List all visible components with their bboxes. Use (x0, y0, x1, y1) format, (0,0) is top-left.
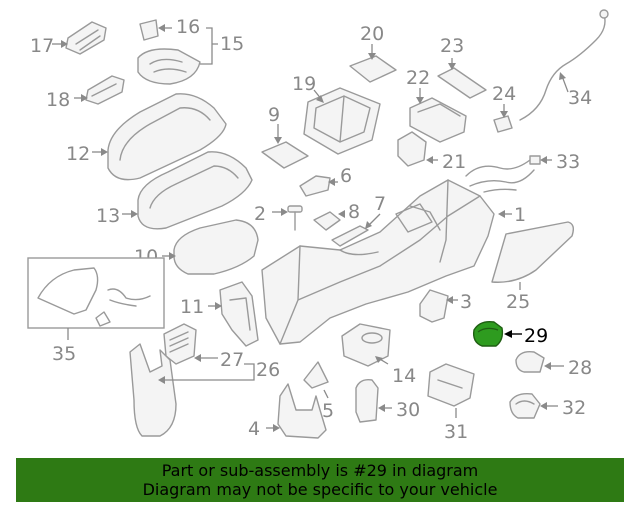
part-3 (419, 289, 449, 323)
part-15 (137, 48, 201, 85)
callout-29[interactable]: 29 (524, 325, 548, 347)
banner-line-2: Diagram may not be specific to your vehi… (142, 480, 498, 499)
callout-5: 5 (322, 400, 334, 422)
part-32 (509, 392, 541, 419)
part-14 (341, 323, 391, 367)
callout-19: 19 (292, 73, 316, 95)
callout-18: 18 (46, 89, 70, 111)
part-7 (331, 225, 369, 247)
callout-23: 23 (440, 35, 464, 57)
banner-line-1: Part or sub-assembly is #29 in diagram (161, 461, 479, 480)
part-23 (437, 67, 487, 99)
part-4 (277, 383, 327, 439)
callout-9: 9 (268, 104, 280, 126)
callout-30: 30 (396, 399, 420, 421)
part-18 (85, 75, 125, 105)
callout-14: 14 (392, 365, 416, 387)
callout-26: 26 (256, 359, 280, 381)
part-22 (409, 97, 467, 143)
part-31 (427, 363, 475, 407)
callout-8: 8 (348, 201, 360, 223)
part-21 (397, 131, 427, 167)
part-1-console (261, 179, 495, 345)
part-8 (313, 211, 341, 231)
part-5 (303, 361, 329, 389)
callout-28: 28 (568, 357, 592, 379)
part-9 (261, 141, 309, 169)
callout-33: 33 (556, 151, 580, 173)
part-2 (287, 205, 303, 231)
part-35-inset (27, 257, 165, 329)
callout-7: 7 (374, 193, 386, 215)
part-10 (173, 219, 259, 275)
callout-17: 17 (30, 35, 54, 57)
callout-35: 35 (52, 343, 76, 365)
callout-6: 6 (340, 165, 352, 187)
part-13 (137, 151, 253, 230)
part-34 (519, 9, 609, 121)
callout-1: 1 (514, 204, 526, 226)
part-17 (65, 21, 107, 55)
part-11 (219, 281, 259, 347)
callout-13: 13 (96, 205, 120, 227)
callout-3: 3 (460, 291, 472, 313)
callout-31: 31 (444, 421, 468, 443)
part-16 (139, 19, 159, 41)
callout-21: 21 (442, 151, 466, 173)
part-29-highlighted[interactable] (472, 320, 504, 347)
part-28 (515, 350, 545, 373)
part-26 (129, 343, 177, 437)
callout-4: 4 (248, 418, 260, 440)
callout-25: 25 (506, 291, 530, 313)
callout-27: 27 (220, 349, 244, 371)
callout-24: 24 (492, 83, 516, 105)
callout-11: 11 (180, 296, 204, 318)
callout-20: 20 (360, 23, 384, 45)
part-24 (493, 115, 513, 133)
callout-12: 12 (66, 143, 90, 165)
callout-16: 16 (176, 16, 200, 38)
part-20 (349, 55, 397, 83)
callout-34: 34 (568, 87, 592, 109)
part-33 (465, 155, 541, 193)
info-banner: Part or sub-assembly is #29 in diagram D… (16, 458, 624, 502)
parts-diagram: 17 16 15 18 12 13 10 20 (27, 9, 609, 443)
part-30 (355, 378, 379, 423)
callout-32: 32 (562, 397, 586, 419)
part-25 (491, 221, 575, 283)
part-6 (299, 175, 331, 197)
callout-22: 22 (406, 67, 430, 89)
callout-15: 15 (220, 33, 244, 55)
part-12 (107, 93, 227, 181)
part-19 (303, 87, 381, 155)
callout-2: 2 (254, 203, 266, 225)
